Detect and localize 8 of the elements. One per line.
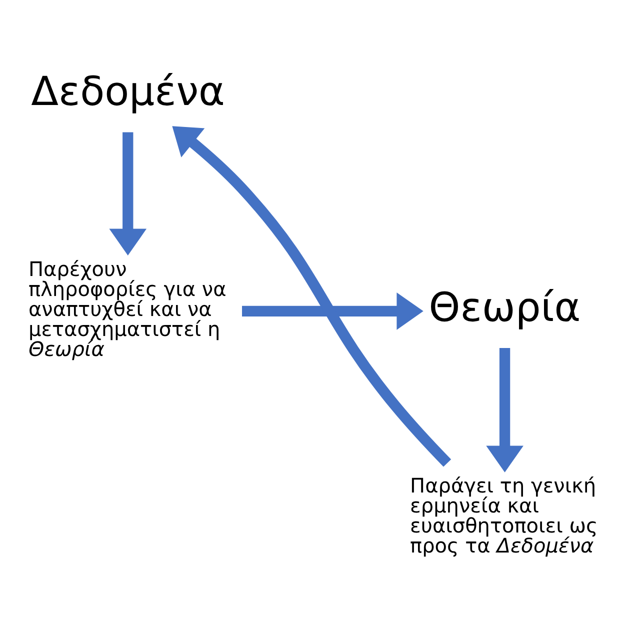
node-text: Παρέχουν πληροφορίες για να αναπτυχθεί και να μετασχηματιστεί η Θεωρία <box>28 256 226 360</box>
node-text: Παράγει τη γενική ερμηνεία και ευαισθητοποιει ως προς τα Δεδομένα <box>410 473 598 558</box>
arrow <box>242 292 424 330</box>
arrow <box>486 347 524 472</box>
arrow <box>172 126 452 466</box>
node-text: Δεδομένα <box>31 68 225 115</box>
node-text: Θεωρία <box>428 284 581 331</box>
arrow <box>109 132 147 255</box>
